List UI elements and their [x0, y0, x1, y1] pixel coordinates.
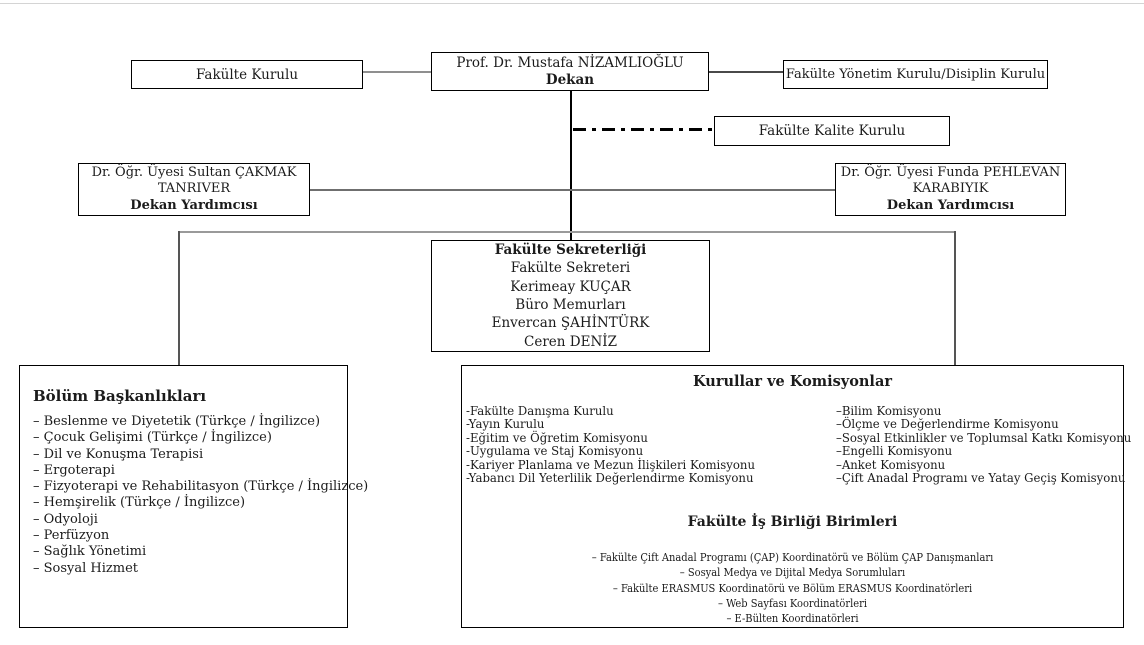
connector-deputies-horizontal — [310, 189, 835, 191]
bolum-item: – Beslenme ve Diyetetik (Türkçe / İngili… — [33, 414, 321, 429]
kurul-item: -Yabancı Dil Yeterlilik Değerlendirme Ko… — [466, 471, 754, 486]
dekan-role: Dekan — [545, 71, 595, 88]
sekreterlik-line: Ceren DENİZ — [524, 333, 617, 350]
dekan-yardimcisi-sol-name: Dr. Öğr. Üyesi Sultan ÇAKMAK TANRIVER — [91, 164, 297, 197]
sekreterlik-box: Fakülte Sekreterliği Fakülte Sekreteri K… — [431, 240, 710, 352]
kurullar-title: Kurullar ve Komisyonlar — [693, 373, 892, 390]
dekan-yardimcisi-sag-role: Dekan Yardımcısı — [886, 197, 1015, 213]
connector-dekan-yonetim-kurulu — [708, 71, 784, 73]
komisyon-item: –Sosyal Etkinlikler ve Toplumsal Katkı K… — [836, 430, 1132, 445]
isbirligi-item: – Sosyal Medya ve Dijital Medya Sorumlul… — [679, 566, 906, 580]
kurullar-right-column: –Bilim Komisyonu –Ölçme ve Değerlendirme… — [836, 404, 1132, 486]
kalite-kurulu-label: Fakülte Kalite Kurulu — [758, 123, 906, 139]
dekan-yardimcisi-sol-box: Dr. Öğr. Üyesi Sultan ÇAKMAK TANRIVER De… — [78, 163, 310, 216]
komisyon-item: –Anket Komisyonu — [836, 457, 946, 472]
bolum-item: – Perfüzyon — [33, 528, 110, 544]
bolum-item: – Hemşirelik (Türkçe / İngilizce) — [33, 495, 246, 511]
yonetim-kurulu-label: Fakülte Yönetim Kurulu/Disiplin Kurulu — [785, 67, 1046, 82]
kurul-item: -Uygulama ve Staj Komisyonu — [466, 444, 644, 459]
sekreterlik-line: Kerimeay KUÇAR — [510, 278, 631, 295]
dekan-yardimcisi-sol-role: Dekan Yardımcısı — [130, 197, 258, 213]
bolum-item: – Sağlık Yönetimi — [33, 544, 147, 560]
bolum-item: – Çocuk Gelişimi (Türkçe / İngilizce) — [33, 430, 272, 446]
bolum-item: – Odyoloji — [33, 511, 98, 527]
kurul-item: -Eğitim ve Öğretim Komisyonu — [466, 430, 648, 445]
isbirligi-item: – E-Bülten Koordinatörleri — [726, 612, 859, 626]
yonetim-kurulu-box: Fakülte Yönetim Kurulu/Disiplin Kurulu — [783, 60, 1048, 89]
connector-dekan-vertical — [570, 90, 572, 240]
connector-tbar-horizontal — [178, 231, 955, 233]
sekreterlik-title: Fakülte Sekreterliği — [494, 241, 647, 258]
connector-drop-kurullar — [954, 231, 956, 365]
isbirligi-item: – Fakülte ERASMUS Koordinatörü ve Bölüm … — [612, 581, 973, 595]
kurullar-komisyonlar-box: Kurullar ve Komisyonlar -Fakülte Danışma… — [461, 365, 1131, 628]
page-top-rule — [0, 3, 1144, 4]
connector-drop-bolum — [178, 231, 180, 365]
kurullar-left-column: -Fakülte Danışma Kurulu -Yayın Kurulu -E… — [466, 404, 755, 486]
connector-fakulte-kurulu-dekan — [362, 71, 432, 73]
komisyon-item: –Ölçme ve Değerlendirme Komisyonu — [836, 417, 1059, 432]
komisyon-item: –Çift Anadal Programı ve Yatay Geçiş Kom… — [836, 471, 1126, 486]
bolum-baskanliklari-title: Bölüm Başkanlıkları — [33, 387, 207, 405]
sekreterlik-line: Envercan ŞAHİNTÜRK — [491, 315, 650, 332]
dekan-box: Prof. Dr. Mustafa NİZAMLIOĞLU Dekan — [431, 52, 709, 91]
fakulte-kurulu-label: Fakülte Kurulu — [195, 66, 299, 83]
komisyon-item: –Bilim Komisyonu — [836, 404, 942, 418]
connector-dashdot-kalite — [573, 128, 714, 131]
sekreterlik-line: Fakülte Sekreteri — [510, 260, 631, 277]
bolum-item: – Fizyoterapi ve Rehabilitasyon (Türkçe … — [33, 479, 369, 495]
bolum-item: – Dil ve Konuşma Terapisi — [33, 446, 204, 462]
isbirligi-title: Fakülte İş Birliği Birimleri — [687, 514, 898, 530]
kurul-item: -Fakülte Danışma Kurulu — [466, 404, 614, 418]
isbirligi-item: – Web Sayfası Koordinatörleri — [718, 596, 867, 610]
isbirligi-items: – Fakülte Çift Anadal Programı (ÇAP) Koo… — [462, 550, 1123, 626]
fakulte-kurulu-box: Fakülte Kurulu — [131, 60, 363, 89]
kalite-kurulu-box: Fakülte Kalite Kurulu — [714, 116, 950, 146]
kurul-item: -Kariyer Planlama ve Mezun İlişkileri Ko… — [466, 457, 755, 472]
dekan-name: Prof. Dr. Mustafa NİZAMLIOĞLU — [456, 54, 684, 71]
komisyon-item: –Engelli Komisyonu — [836, 444, 953, 459]
sekreterlik-line: Büro Memurları — [515, 297, 626, 313]
dekan-yardimcisi-sag-box: Dr. Öğr. Üyesi Funda PEHLEVAN KARABIYIK … — [835, 163, 1066, 216]
bolum-baskanliklari-box: Bölüm Başkanlıkları – Beslenme ve Diyete… — [19, 365, 369, 628]
isbirligi-item: – Fakülte Çift Anadal Programı (ÇAP) Koo… — [591, 551, 994, 564]
kurul-item: -Yayın Kurulu — [466, 417, 545, 432]
dekan-yardimcisi-sag-name: Dr. Öğr. Üyesi Funda PEHLEVAN KARABIYIK — [840, 164, 1061, 197]
bolum-item: – Ergoterapi — [33, 462, 115, 478]
bolum-item: – Sosyal Hizmet — [33, 560, 139, 576]
